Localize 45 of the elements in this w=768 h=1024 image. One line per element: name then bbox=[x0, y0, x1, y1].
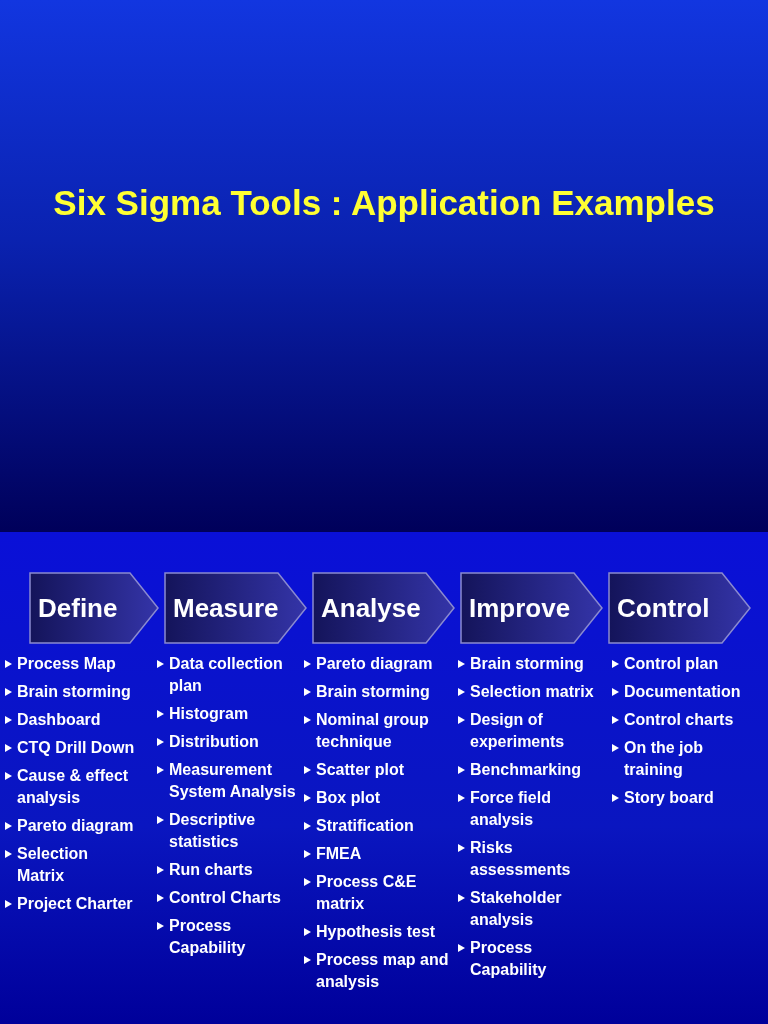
phase-label: Analyse bbox=[321, 592, 421, 624]
phase-label: Define bbox=[38, 592, 118, 624]
tool-item: Distribution bbox=[169, 732, 260, 752]
tool-item: Story board bbox=[624, 788, 715, 808]
tool-item: Box plot bbox=[316, 788, 381, 808]
tool-item: Force field analysis bbox=[470, 788, 552, 830]
tool-item: Process Capability bbox=[470, 938, 548, 980]
tool-item: Control plan bbox=[624, 654, 720, 674]
tool-item: Process Capability bbox=[169, 916, 247, 958]
tool-item: Benchmarking bbox=[470, 760, 583, 780]
tool-item: Descriptive statistics bbox=[169, 810, 257, 852]
tool-item: Process map and analysis bbox=[316, 950, 450, 992]
tool-item: Hypothesis test bbox=[316, 922, 437, 942]
tool-item: Histogram bbox=[169, 704, 250, 724]
tool-item: Risks assessments bbox=[470, 838, 572, 880]
phase-label: Control bbox=[617, 592, 710, 624]
tool-item: Run charts bbox=[169, 860, 254, 880]
tool-item: Selection Matrix bbox=[17, 844, 90, 886]
tool-item: Dashboard bbox=[17, 710, 102, 730]
tool-item: Brain storming bbox=[470, 654, 585, 674]
tool-item: Stakeholder analysis bbox=[470, 888, 563, 930]
tool-item: Control charts bbox=[624, 710, 735, 730]
tool-item: Brain storming bbox=[17, 682, 132, 702]
phase-label: Measure bbox=[173, 592, 279, 624]
phase-label: Improve bbox=[469, 592, 571, 624]
tool-item: Brain storming bbox=[316, 682, 431, 702]
tool-item: Pareto diagram bbox=[316, 654, 434, 674]
tool-item: Project Charter bbox=[17, 894, 134, 914]
tool-item: Measurement System Analysis bbox=[169, 760, 297, 802]
tool-item: FMEA bbox=[316, 844, 363, 864]
tool-item: Data collection plan bbox=[169, 654, 284, 696]
tool-item: Stratification bbox=[316, 816, 415, 836]
tool-item: On the job training bbox=[624, 738, 705, 780]
tool-item: Selection matrix bbox=[470, 682, 595, 702]
tool-item: Process Map bbox=[17, 654, 117, 674]
tool-item: Scatter plot bbox=[316, 760, 405, 780]
tool-item: Nominal group technique bbox=[316, 710, 430, 752]
tool-item: Process C&E matrix bbox=[316, 872, 418, 914]
tool-item: Pareto diagram bbox=[17, 816, 135, 836]
tool-item: Cause & effect analysis bbox=[17, 766, 130, 808]
tool-item: Design of experiments bbox=[470, 710, 566, 752]
tool-item: Control Charts bbox=[169, 888, 282, 908]
slide-title: Six Sigma Tools : Application Examples bbox=[52, 182, 716, 224]
tool-item: CTQ Drill Down bbox=[17, 738, 136, 758]
tool-item: Documentation bbox=[624, 682, 742, 702]
